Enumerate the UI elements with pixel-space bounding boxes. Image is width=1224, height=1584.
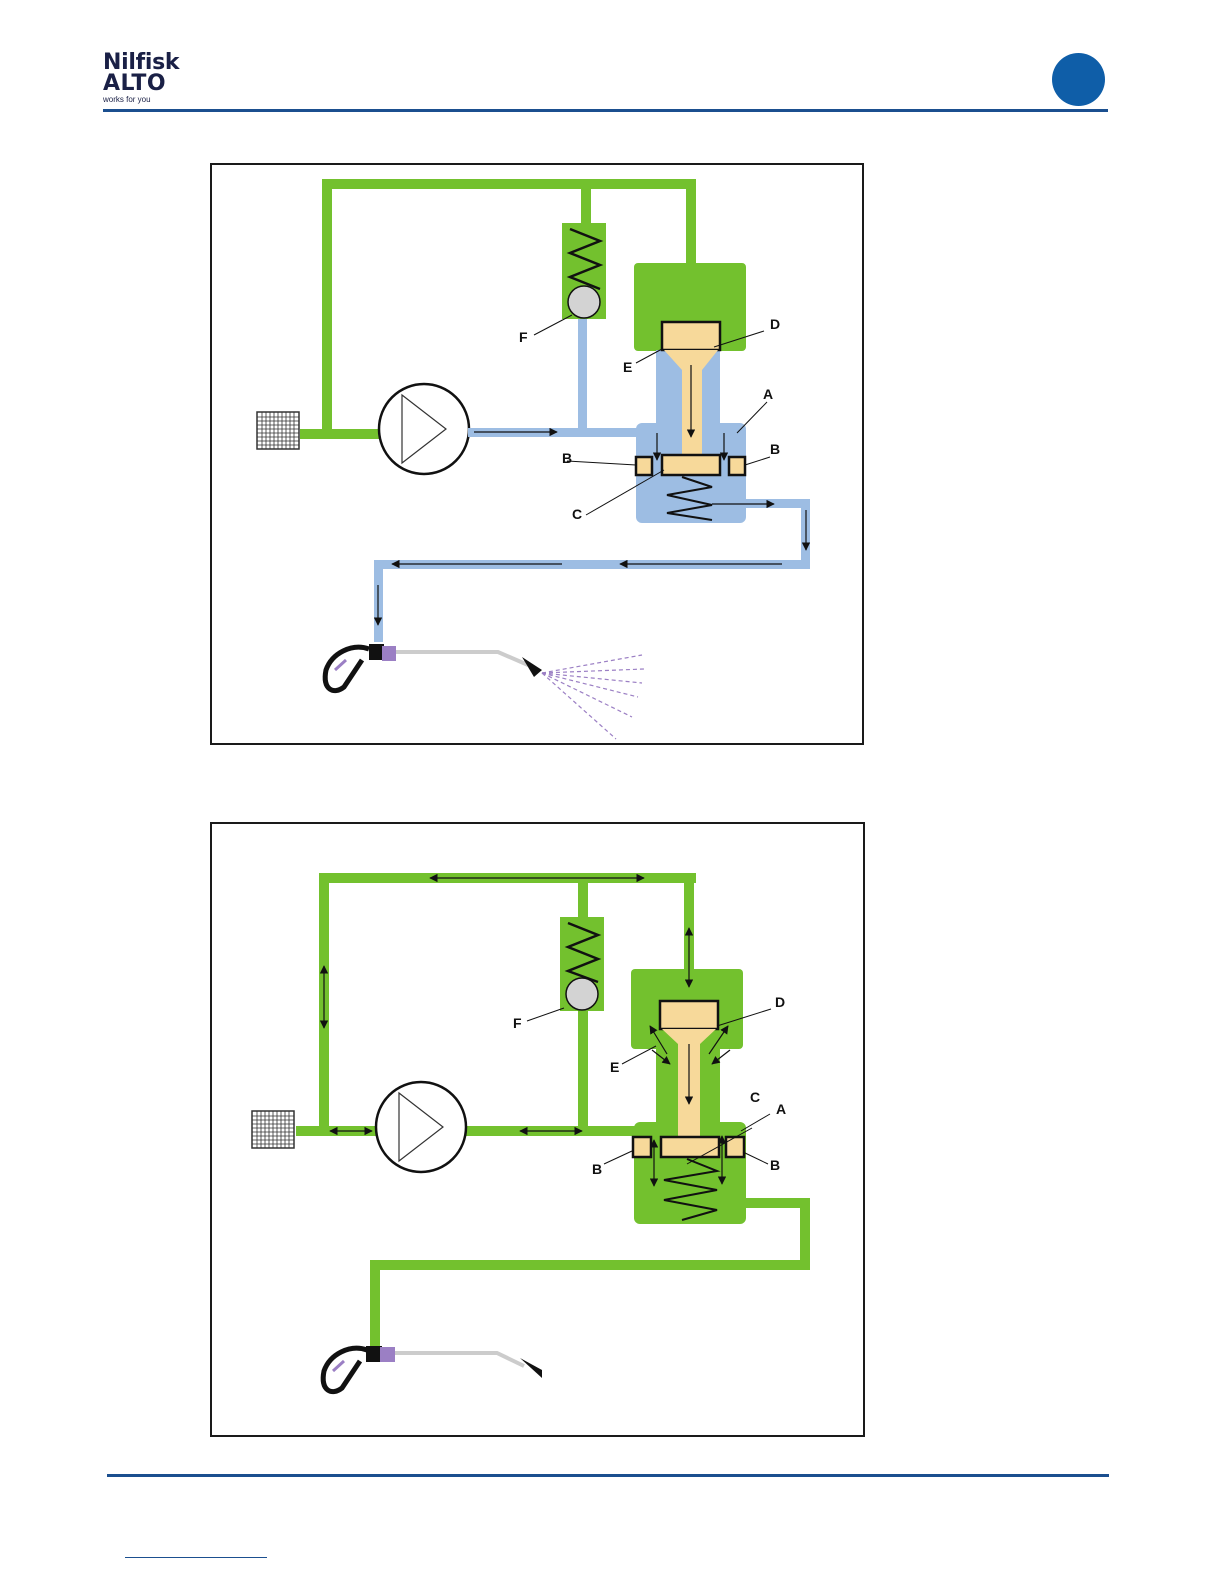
label-f: F [519,329,528,345]
label-c: C [750,1089,760,1105]
logo-tagline: works for you [103,96,179,104]
inlet-filter [252,1111,294,1148]
brand-logo: Nilfisk ALTO works for you [103,52,179,104]
label-b-left: B [562,450,572,466]
label-c: C [572,506,582,522]
diagram-spraying-svg: D E A B B C F [212,165,866,747]
footer-rule [107,1474,1109,1477]
diagram-bypass-svg: D E C A B B F [212,824,867,1439]
label-a: A [763,386,773,402]
label-b-right: B [770,1157,780,1173]
pump [379,384,469,474]
label-e: E [623,359,632,375]
label-d: D [775,994,785,1010]
label-e: E [610,1059,619,1075]
bypass-line-green [296,873,810,1346]
inlet-filter [257,412,299,449]
label-d: D [770,316,780,332]
check-valve [562,223,606,319]
spray-gun [325,644,542,691]
page-badge-circle [1052,53,1105,106]
diagram-spraying: D E A B B C F [210,163,864,745]
spray-gun [323,1346,542,1392]
label-f: F [513,1015,522,1031]
logo-line-2: ALTO [103,73,179,95]
footer-underline [125,1557,267,1558]
label-a: A [776,1101,786,1117]
check-valve [560,917,604,1011]
diagram-bypass: D E C A B B F [210,822,865,1437]
label-b-right: B [770,441,780,457]
label-b-left: B [592,1161,602,1177]
spray-jet [542,655,644,739]
pump [376,1082,466,1172]
header-rule [103,109,1108,112]
